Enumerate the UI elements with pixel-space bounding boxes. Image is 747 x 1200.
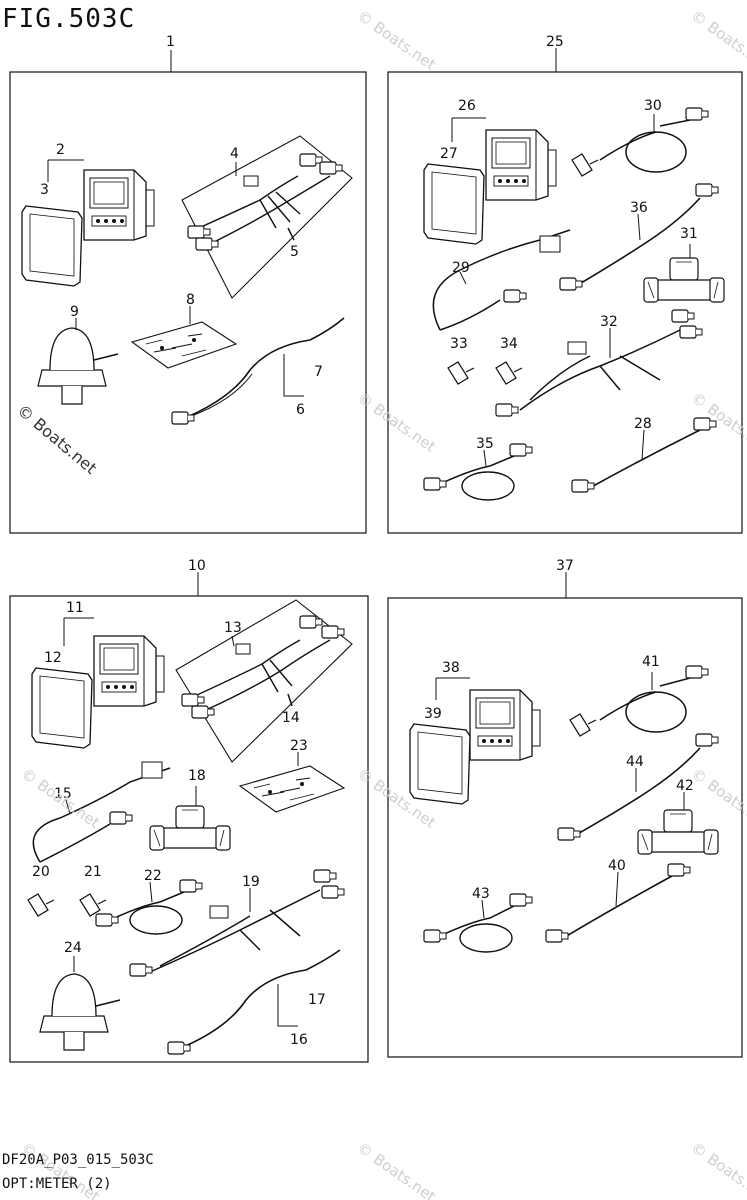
callout-10: 10 [188, 558, 206, 574]
callout-21: 21 [84, 864, 102, 880]
callout-39: 39 [424, 706, 442, 722]
callout-3: 3 [40, 182, 49, 198]
figure-title: FIG.503C [2, 4, 136, 34]
callout-43: 43 [472, 886, 490, 902]
callout-23: 23 [290, 738, 308, 754]
callout-31: 31 [680, 226, 698, 242]
callout-22: 22 [144, 868, 162, 884]
callout-36: 36 [630, 200, 648, 216]
callout-37: 37 [556, 558, 574, 574]
callout-14: 14 [282, 710, 300, 726]
watermark: © Boats.net [688, 7, 747, 74]
callout-25: 25 [546, 34, 564, 50]
panel-25: 25 26 27 30 36 31 29 33 34 [387, 34, 743, 534]
callout-42: 42 [676, 778, 694, 794]
callout-2: 2 [56, 142, 65, 158]
callout-33: 33 [450, 336, 468, 352]
callout-12: 12 [44, 650, 62, 666]
callout-18: 18 [188, 768, 206, 784]
panel-1: 1 2 3 4 5 9 8 7 6 [9, 34, 367, 534]
diagram-name: OPT:METER (2) [2, 1176, 112, 1192]
callout-41: 41 [642, 654, 660, 670]
callout-6: 6 [296, 402, 305, 418]
callout-19: 19 [242, 874, 260, 890]
callout-44: 44 [626, 754, 644, 770]
callout-24: 24 [64, 940, 82, 956]
callout-15: 15 [54, 786, 72, 802]
callout-38: 38 [442, 660, 460, 676]
watermark: © Boats.net [354, 1139, 439, 1200]
watermark: © Boats.net [18, 765, 103, 832]
callout-1: 1 [166, 34, 175, 50]
callout-5: 5 [290, 244, 299, 260]
callout-32: 32 [600, 314, 618, 330]
panel-37: 37 38 39 41 44 42 40 43 [387, 558, 743, 1058]
callout-16: 16 [290, 1032, 308, 1048]
diagram-code: DF20A_P03_015_503C [2, 1152, 154, 1168]
callout-4: 4 [230, 146, 239, 162]
callout-13: 13 [224, 620, 242, 636]
callout-35: 35 [476, 436, 494, 452]
callout-34: 34 [500, 336, 518, 352]
callout-17: 17 [308, 992, 326, 1008]
callout-29: 29 [452, 260, 470, 276]
watermark-primary: © Boats.net [13, 401, 100, 478]
callout-20: 20 [32, 864, 50, 880]
callout-26: 26 [458, 98, 476, 114]
watermark: © Boats.net [688, 1139, 747, 1200]
callout-30: 30 [644, 98, 662, 114]
callout-40: 40 [608, 858, 626, 874]
watermark: © Boats.net [354, 7, 439, 74]
callout-7: 7 [314, 364, 323, 380]
callout-11: 11 [66, 600, 84, 616]
callout-28: 28 [634, 416, 652, 432]
panel-10: 10 11 12 13 14 23 15 18 20 21 [9, 558, 369, 1063]
callout-27: 27 [440, 146, 458, 162]
callout-8: 8 [186, 292, 195, 308]
watermark: © Boats.net [688, 765, 747, 832]
callout-9: 9 [70, 304, 79, 320]
